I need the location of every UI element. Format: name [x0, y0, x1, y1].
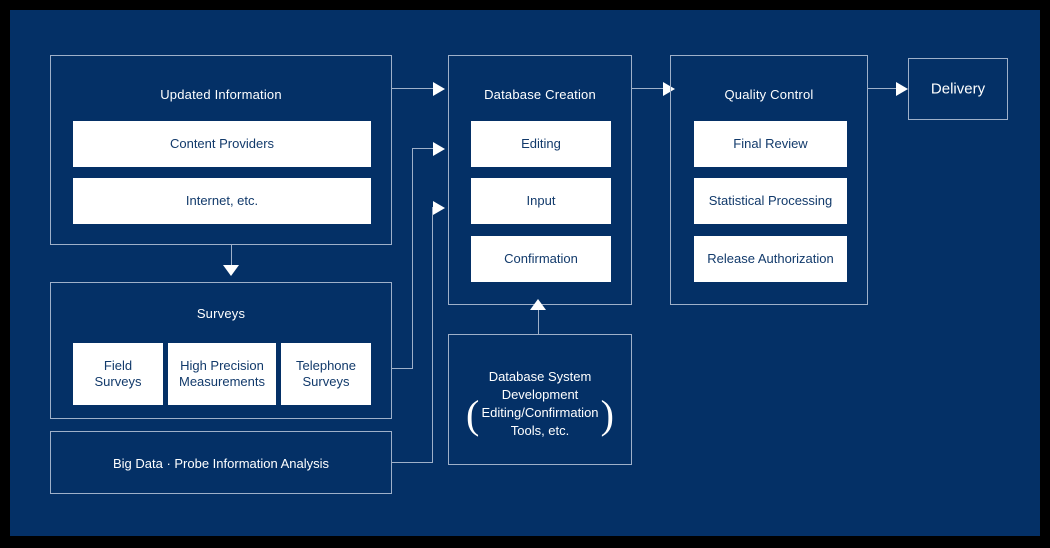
dsd-paren-open: (: [466, 392, 480, 437]
item-statistical-processing[interactable]: Statistical Processing: [694, 178, 847, 224]
dsd-paren-close: ): [600, 392, 614, 437]
dsd-line-4: Tools, etc.: [510, 423, 570, 438]
connector-updated-to-db-arrow: [433, 82, 445, 96]
group-delivery-title: Delivery: [930, 80, 986, 98]
group-quality-control-title: Quality Control: [724, 87, 814, 102]
item-release-authorization[interactable]: Release Authorization: [694, 236, 847, 282]
item-final-review[interactable]: Final Review: [694, 121, 847, 167]
connector-bigdata-to-db-arrow: [433, 201, 445, 215]
connector-surveys-exit-line: [392, 368, 413, 369]
connector-surveys-riser: [412, 148, 413, 369]
connector-surveys-to-db-arrow: [433, 142, 445, 156]
diagram-canvas: Updated Information Content Providers In…: [10, 10, 1040, 536]
connector-bigdata-riser: [432, 207, 433, 463]
connector-bigdata-exit-line: [392, 462, 433, 463]
connector-dsd-to-db-line: [538, 310, 539, 334]
group-updated-information: Updated Information Content Providers In…: [50, 55, 392, 245]
group-delivery: Delivery: [908, 58, 1008, 120]
group-surveys: Surveys Field Surveys High Precision Mea…: [50, 282, 392, 419]
item-high-precision-measurements[interactable]: High Precision Measurements: [168, 343, 276, 405]
item-confirmation[interactable]: Confirmation: [471, 236, 611, 282]
item-telephone-surveys[interactable]: Telephone Surveys: [281, 343, 371, 405]
connector-dsd-to-db-arrow: [530, 299, 546, 310]
group-big-data-title: Big Data · Probe Information Analysis: [112, 456, 330, 471]
dsd-line-3: Editing/Confirmation: [481, 405, 599, 420]
connector-updated-to-surveys-line: [231, 245, 232, 267]
connector-updated-to-db-line: [392, 88, 434, 89]
group-surveys-title: Surveys: [196, 306, 246, 321]
group-database-creation-title: Database Creation: [484, 87, 596, 102]
dsd-line-2: Development: [501, 387, 579, 402]
connector-qc-to-delivery-line: [868, 88, 898, 89]
connector-db-to-qc-arrow: [663, 82, 675, 96]
group-updated-information-title: Updated Information: [160, 87, 282, 102]
connector-surveys-to-db-line: [412, 148, 434, 149]
dsd-line-1: Database System: [488, 369, 592, 384]
group-big-data: Big Data · Probe Information Analysis: [50, 431, 392, 494]
group-database-creation: Database Creation Editing Input Confirma…: [448, 55, 632, 305]
connector-updated-to-surveys-arrow: [223, 265, 239, 276]
item-input[interactable]: Input: [471, 178, 611, 224]
connector-db-to-qc-line: [632, 88, 664, 89]
item-editing[interactable]: Editing: [471, 121, 611, 167]
connector-qc-to-delivery-arrow: [896, 82, 908, 96]
item-content-providers[interactable]: Content Providers: [73, 121, 371, 167]
item-field-surveys[interactable]: Field Surveys: [73, 343, 163, 405]
group-database-system-development: Database System Development Editing/Conf…: [448, 334, 632, 465]
item-internet-etc[interactable]: Internet, etc.: [73, 178, 371, 224]
group-quality-control: Quality Control Final Review Statistical…: [670, 55, 868, 305]
